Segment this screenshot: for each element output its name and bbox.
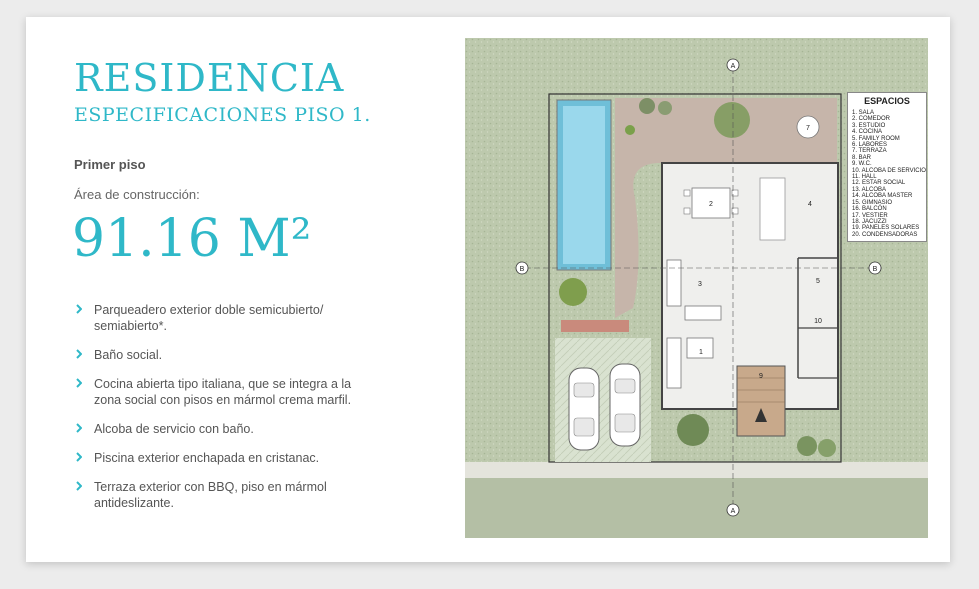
legend-item: 6. LABORES xyxy=(852,142,888,149)
chevron-right-icon xyxy=(76,378,82,388)
list-item: Piscina exterior enchapada en cristanac. xyxy=(76,450,376,466)
legend-item: 11. HALL xyxy=(852,174,877,181)
feature-text: Alcoba de servicio con baño. xyxy=(94,422,254,436)
legend-item: 14. ALCOBA MASTER xyxy=(852,193,913,200)
chevron-right-icon xyxy=(76,452,82,462)
feature-text: Parqueadero exterior doble semicubierto/… xyxy=(94,303,324,333)
legend-item: 16. BALCÓN xyxy=(852,206,887,213)
list-item: Parqueadero exterior doble semicubierto/… xyxy=(76,302,376,334)
legend-item: 10. ALCOBA DE SERVICIO xyxy=(852,167,926,174)
list-item: Terraza exterior con BBQ, piso en mármol… xyxy=(76,479,376,511)
car-icon xyxy=(609,363,641,447)
spaces-legend: ESPACIOS 1. SALA 2. COMEDOR 3. ESTUDIO 4… xyxy=(847,92,927,242)
car-icon xyxy=(568,367,600,451)
room-number-1: 1 xyxy=(699,349,703,356)
list-item: Cocina abierta tipo italiana, que se int… xyxy=(76,376,376,408)
room-number-2: 2 xyxy=(709,201,713,208)
floor-label: Primer piso xyxy=(74,157,146,172)
legend-title: ESPACIOS xyxy=(864,96,910,106)
room-number-3: 3 xyxy=(698,281,702,288)
page-subtitle: ESPECIFICACIONES PISO 1. xyxy=(74,104,371,126)
legend-item: 19. PANELES SOLARES xyxy=(852,225,920,232)
legend-item: 5. FAMILY ROOM xyxy=(852,135,900,142)
legend-item: 1. SALA xyxy=(852,110,875,116)
floor-plan: A A B B 1 2 3 4 5 7 9 10 ESPACIOS 1. SAL… xyxy=(465,38,928,538)
room-number-5: 5 xyxy=(816,278,820,285)
legend-item: 18. JACUZZI xyxy=(852,218,887,225)
section-marker-b-left: B xyxy=(520,266,525,273)
list-item: Alcoba de servicio con baño. xyxy=(76,421,376,437)
chevron-right-icon xyxy=(76,304,82,314)
area-value: 91.16 M² xyxy=(72,209,312,269)
room-number-10: 10 xyxy=(814,318,822,325)
room-number-4: 4 xyxy=(808,201,812,208)
feature-text: Terraza exterior con BBQ, piso en mármol… xyxy=(94,480,327,510)
legend-item: 2. COMEDOR xyxy=(852,116,891,123)
area-label: Área de construcción: xyxy=(74,187,200,202)
feature-text: Piscina exterior enchapada en cristanac. xyxy=(94,451,320,465)
legend-item: 3. ESTUDIO xyxy=(852,122,886,129)
slide-card: RESIDENCIA ESPECIFICACIONES PISO 1. Prim… xyxy=(26,17,950,562)
feature-text: Baño social. xyxy=(94,348,163,362)
section-marker-a-top: A xyxy=(731,63,736,70)
section-marker-b-right: B xyxy=(873,266,878,273)
chevron-right-icon xyxy=(76,481,82,491)
list-item: Baño social. xyxy=(76,347,376,363)
legend-item: 15. GIMNASIO xyxy=(852,199,893,206)
legend-item: 12. ESTAR SOCIAL xyxy=(852,180,906,187)
section-marker-a-bottom: A xyxy=(731,508,736,515)
legend-item: 17. VESTIER xyxy=(852,212,888,219)
legend-item: 4. COCINA xyxy=(852,129,883,136)
legend-item: 13. ALCOBA xyxy=(852,186,887,193)
legend-item: 8. BAR xyxy=(852,154,872,161)
legend-item: 9. W.C. xyxy=(852,161,872,168)
chevron-right-icon xyxy=(76,423,82,433)
feature-text: Cocina abierta tipo italiana, que se int… xyxy=(94,377,352,407)
room-number-9: 9 xyxy=(759,373,763,380)
room-number-7: 7 xyxy=(806,125,810,132)
page-title: RESIDENCIA xyxy=(74,56,345,100)
features-list: Parqueadero exterior doble semicubierto/… xyxy=(76,302,376,524)
chevron-right-icon xyxy=(76,349,82,359)
legend-item: 20. CONDENSADORAS xyxy=(852,231,918,238)
legend-item: 7. TERRAZA xyxy=(852,148,887,155)
